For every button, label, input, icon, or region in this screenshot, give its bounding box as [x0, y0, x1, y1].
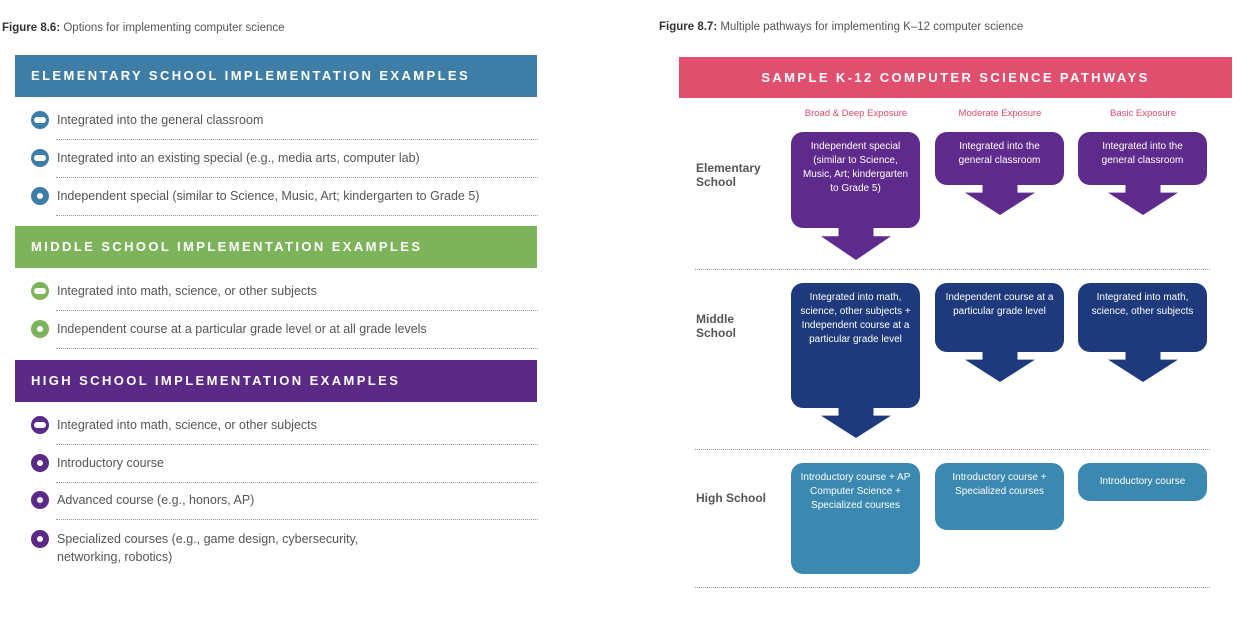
item-text: Integrated into math, science, or other … [57, 284, 317, 298]
figure-8-7-caption: Figure 8.7: Multiple pathways for implem… [659, 21, 1024, 33]
divider [56, 139, 538, 140]
list-item: Integrated into the general classroom [31, 111, 538, 129]
item-text: Advanced course (e.g., honors, AP) [57, 493, 255, 507]
section-header: MIDDLE SCHOOL IMPLEMENTATION EXAMPLES [15, 226, 537, 268]
pathway-box: Introductory course [1078, 463, 1207, 501]
figure-8-6-caption: Figure 8.6: Options for implementing com… [2, 22, 285, 34]
row-label: Elementary School [696, 161, 761, 189]
pathway-box: Independent special (similar to Science,… [791, 132, 920, 228]
divider [56, 310, 538, 311]
divider [695, 449, 1210, 450]
item-text: Independent course at a particular grade… [57, 322, 427, 336]
pathway-box: Integrated into the general classroom [935, 132, 1064, 185]
arrow-down-icon [821, 406, 891, 438]
column-header: Basic Exposure [1109, 108, 1176, 119]
list-item: Independent special (similar to Science,… [31, 187, 538, 205]
item-text: Introductory course [57, 456, 164, 470]
bullet-icon [31, 530, 49, 548]
column-header: Broad & Deep Exposure [804, 108, 908, 119]
arrow-down-icon [965, 350, 1035, 382]
divider [56, 215, 538, 216]
bullet-icon [31, 491, 49, 509]
item-text: Integrated into the general classroom [57, 113, 264, 127]
divider [56, 444, 538, 445]
section-header: ELEMENTARY SCHOOL IMPLEMENTATION EXAMPLE… [15, 55, 537, 97]
bullet-icon [31, 282, 49, 300]
bullet-icon [31, 416, 49, 434]
divider [695, 587, 1210, 588]
column-header: Moderate Exposure [958, 108, 1042, 119]
row-label: High School [696, 491, 766, 505]
pathway-box: Introductory course + AP Computer Scienc… [791, 463, 920, 574]
bullet-icon [31, 149, 49, 167]
list-item: Advanced course (e.g., honors, AP) [31, 491, 538, 509]
divider [56, 519, 538, 520]
list-item: Integrated into math, science, or other … [31, 282, 538, 300]
pathway-box: Integrated into math, science, other sub… [791, 283, 920, 408]
bullet-icon [31, 454, 49, 472]
arrow-down-icon [1108, 183, 1178, 215]
divider [56, 348, 538, 349]
pathway-box: Introductory course + Specialized course… [935, 463, 1064, 530]
pathway-box: Integrated into the general classroom [1078, 132, 1207, 185]
divider [695, 269, 1210, 270]
item-text: Specialized courses (e.g., game design, … [57, 532, 359, 564]
arrow-down-icon [965, 183, 1035, 215]
list-item: Integrated into an existing special (e.g… [31, 149, 538, 167]
row-label: Middle School [696, 312, 737, 340]
section-header: HIGH SCHOOL IMPLEMENTATION EXAMPLES [15, 360, 537, 402]
bullet-icon [31, 187, 49, 205]
divider [56, 482, 538, 483]
list-item: Specialized courses (e.g., game design, … [31, 530, 538, 566]
list-item: Introductory course [31, 454, 538, 472]
divider [56, 177, 538, 178]
item-text: Integrated into an existing special (e.g… [57, 151, 420, 165]
list-item: Independent course at a particular grade… [31, 320, 538, 338]
item-text: Integrated into math, science, or other … [57, 418, 317, 432]
pathway-box: Independent course at a particular grade… [935, 283, 1064, 352]
arrow-down-icon [821, 226, 891, 260]
arrow-down-icon [1108, 350, 1178, 382]
bullet-icon [31, 320, 49, 338]
list-item: Integrated into math, science, or other … [31, 416, 538, 434]
pathways-banner: SAMPLE K-12 COMPUTER SCIENCE PATHWAYS [679, 57, 1232, 98]
item-text: Independent special (similar to Science,… [57, 189, 480, 203]
pathway-box: Integrated into math, science, other sub… [1078, 283, 1207, 352]
bullet-icon [31, 111, 49, 129]
